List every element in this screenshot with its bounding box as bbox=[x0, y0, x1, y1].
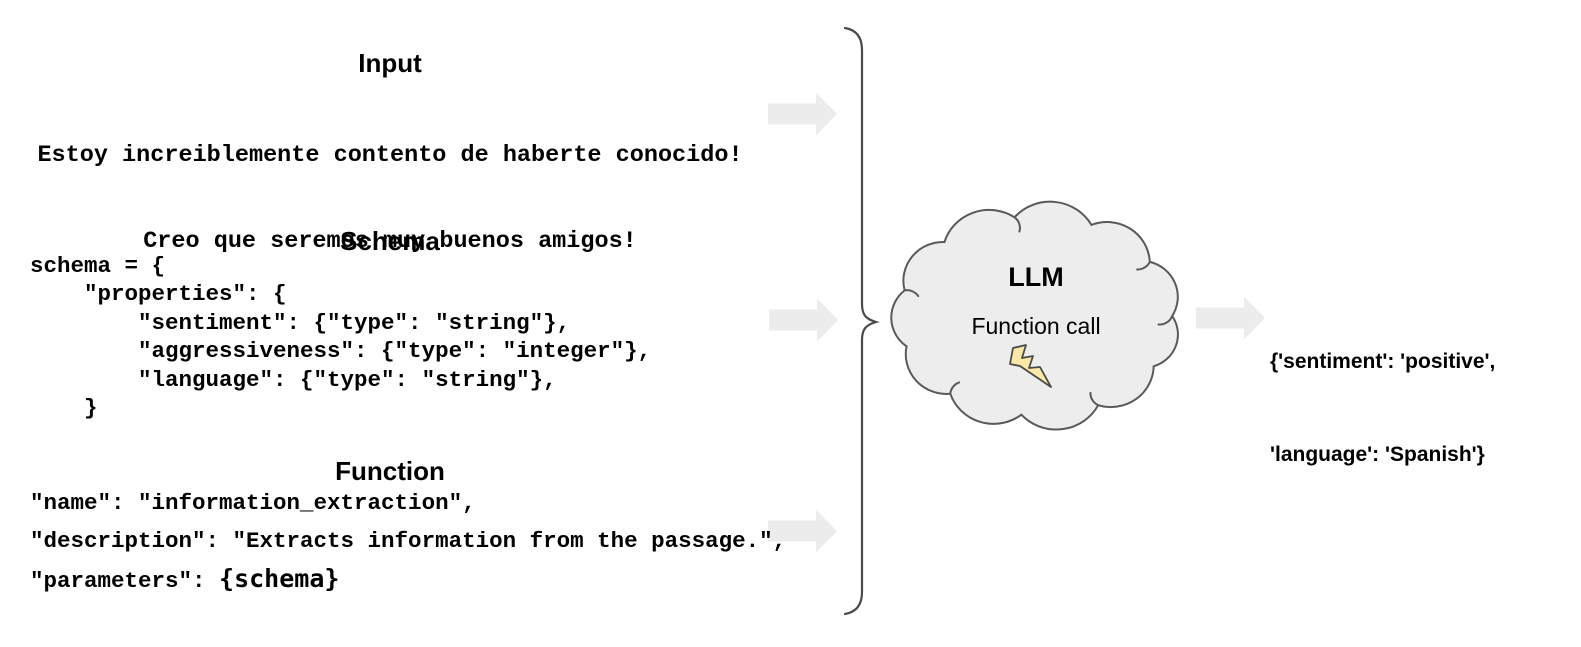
function-parameters-label: "parameters": bbox=[30, 568, 220, 594]
output-arrow-icon bbox=[1196, 296, 1265, 340]
input-text-line1: Estoy increiblemente contento de haberte… bbox=[37, 142, 743, 169]
output-result-text: {'sentiment': 'positive', 'language': 'S… bbox=[1270, 284, 1570, 532]
llm-title: LLM bbox=[1008, 262, 1064, 292]
function-parameters-line: "parameters": {schema} bbox=[30, 560, 850, 600]
output-line1: {'sentiment': 'positive', bbox=[1270, 350, 1496, 373]
function-parameters-value: {schema} bbox=[219, 564, 340, 593]
function-section-title: Function bbox=[335, 456, 445, 486]
function-name-line: "name": "information_extraction", bbox=[30, 490, 476, 516]
output-line2: 'language': 'Spanish'} bbox=[1270, 443, 1485, 466]
schema-section-title: Schema bbox=[340, 226, 440, 256]
schema-code-block: schema = { "properties": { "sentiment": … bbox=[30, 253, 652, 422]
input-arrow-icon bbox=[768, 92, 837, 136]
schema-arrow-icon bbox=[769, 298, 838, 342]
input-text-line2: Creo que seremos muy buenos amigos! bbox=[143, 227, 637, 255]
input-section-title: Input bbox=[358, 48, 422, 78]
llm-subtitle: Function call bbox=[971, 313, 1101, 339]
input-text: Estoy increiblemente contento de haberte… bbox=[30, 85, 750, 313]
lightning-bolt-icon bbox=[1009, 344, 1052, 388]
function-description-line: "description": "Extracts information fro… bbox=[30, 528, 787, 554]
